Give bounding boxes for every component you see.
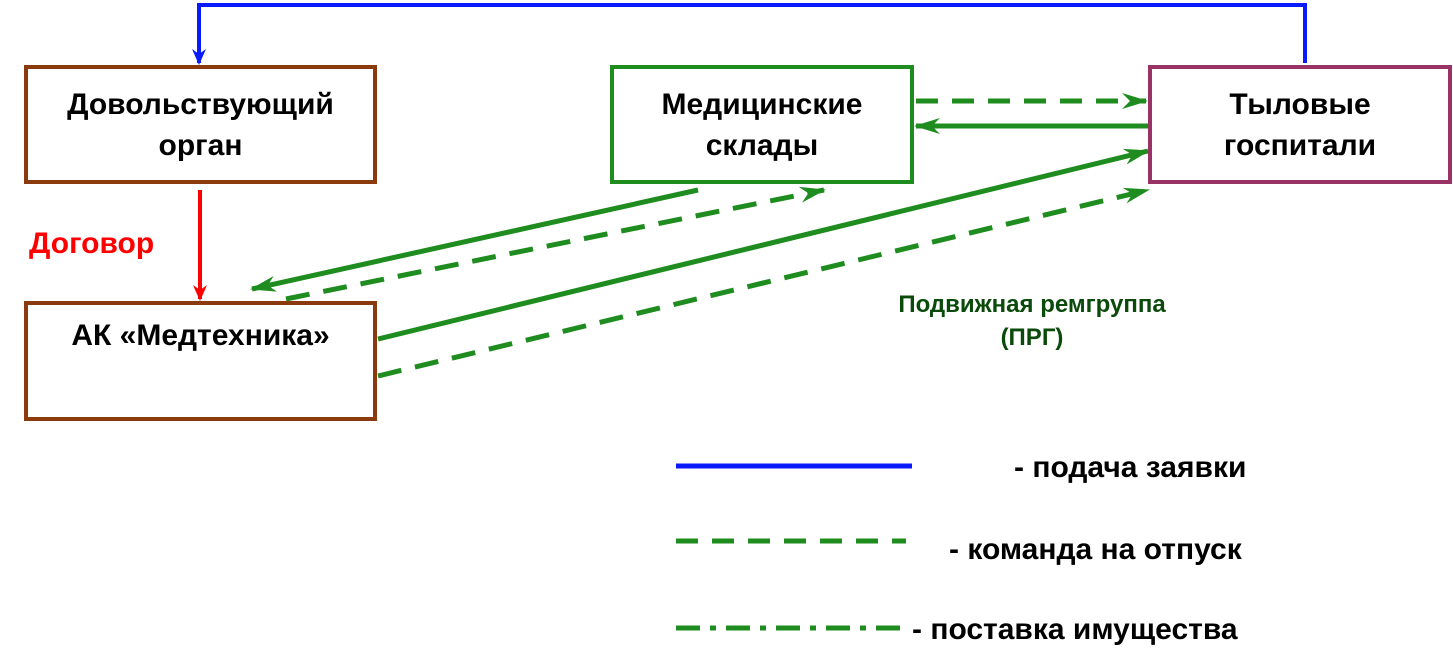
medical-warehouses-box: Медицинские склады (610, 65, 914, 184)
mobile-repair-group-label: Подвижная ремгруппа (ПРГ) (898, 291, 1166, 351)
medtech-to-warehouses-dashed-arrow (285, 186, 826, 302)
medtech-box: АК «Медтехника» (24, 301, 377, 421)
contract-label: Договор (29, 227, 155, 260)
medtech-label: АК «Медтехника» (71, 319, 330, 352)
legend-text-supply: - поставка имущества (912, 613, 1238, 646)
medtech-to-hospitals-dashed-arrow (377, 187, 1150, 379)
request-connector (192, 3, 1307, 65)
medical-warehouses-label: Медицинские склады (661, 87, 863, 162)
legend-text-release-command: - команда на отпуск (949, 533, 1242, 566)
rear-hospitals-label: Тыловые госпитали (1223, 87, 1377, 162)
supply-body-box: Довольствующий орган (24, 65, 377, 184)
legend-text-request: - подача заявки (1014, 451, 1247, 484)
supply-body-label: Довольствующий орган (67, 87, 334, 162)
warehouses-to-medtech-arrow (250, 187, 699, 292)
medtech-to-hospitals-arrow (377, 148, 1150, 342)
rear-hospitals-box: Тыловые госпитали (1148, 65, 1452, 184)
